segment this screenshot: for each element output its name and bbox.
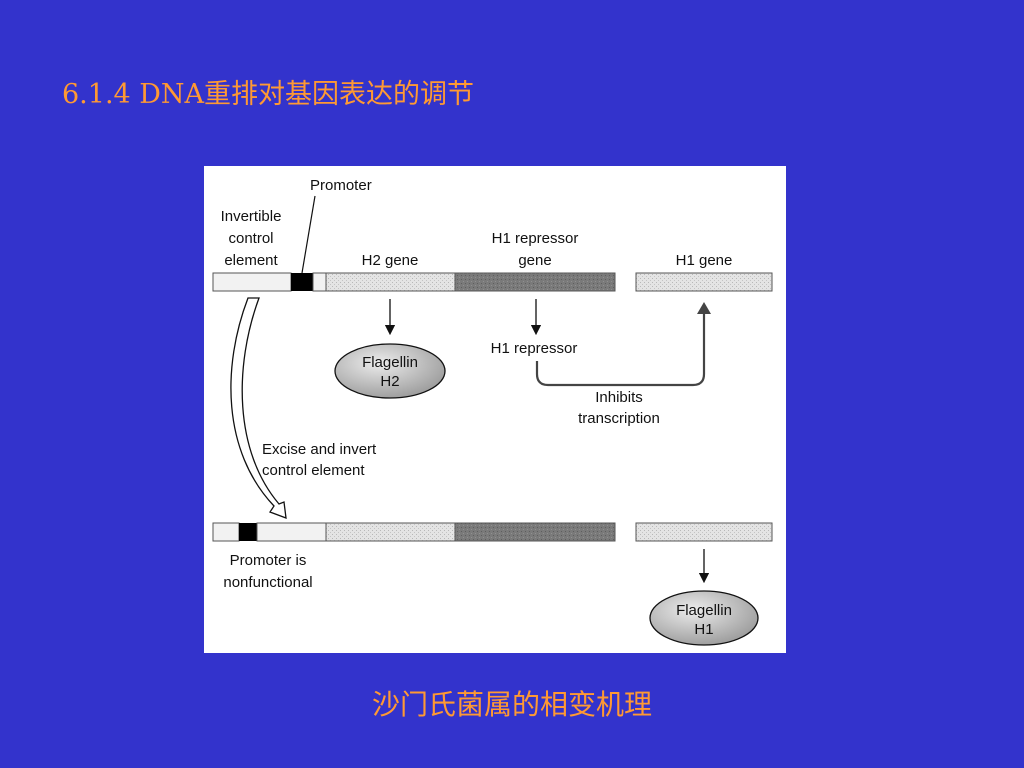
inhibition-arrowhead [697, 302, 711, 314]
promoter-box [291, 273, 313, 291]
h2-gene-segment [325, 272, 456, 292]
h2-gene-segment-bottom [325, 522, 456, 542]
control-segment-bottom-tail [256, 522, 327, 542]
flagellin-h2-label-line2: H2 [380, 373, 399, 390]
h2-gene-label: H2 gene [362, 252, 419, 269]
phase-variation-diagram: Promoter Invertible control element H2 g… [212, 177, 773, 646]
promoter-pointer-line [301, 195, 316, 274]
flagellin-h2-label-line1: Flagellin [362, 354, 418, 371]
h1-gene-label: H1 gene [676, 252, 733, 269]
invertible-control-segment [212, 272, 292, 292]
h1-repressor-label: H1 repressor [491, 340, 578, 357]
control-segment-tail [312, 272, 327, 292]
excise-label-line1: Excise and invert [262, 441, 377, 458]
promoter-nonfunctional-line1: Promoter is [230, 552, 307, 569]
inhibition-path [535, 306, 706, 387]
h1-repressor-gene-label-line1: H1 repressor [492, 230, 579, 247]
flagellin-h1-label-line1: Flagellin [676, 602, 732, 619]
h1-gene-segment [635, 272, 773, 292]
flagellin-h1-ellipse [649, 590, 759, 646]
inhibits-label-line2: transcription [578, 410, 660, 427]
invertible-label-line2: control [228, 230, 273, 247]
inverted-promoter-box [239, 523, 257, 541]
dna-strand-top [212, 272, 773, 292]
invertible-label-line3: element [224, 252, 278, 269]
flagellin-h1-label-line2: H1 [694, 621, 713, 638]
slide-title: 6.1.4 DNA重排对基因表达的调节 [62, 79, 475, 110]
control-segment-bottom-head [212, 522, 240, 542]
promoter-nonfunctional-line2: nonfunctional [223, 574, 312, 591]
h1-gene-segment-bottom [635, 522, 773, 542]
dna-strand-bottom [212, 522, 773, 542]
inhibits-label-line1: Inhibits [595, 389, 643, 406]
h1-repressor-gene-label-line2: gene [518, 252, 551, 269]
h1-repressor-gene-segment-bottom [454, 522, 616, 542]
excise-invert-arrow [230, 297, 287, 519]
excise-label-line2: control element [262, 462, 365, 479]
figure-panel: Promoter Invertible control element H2 g… [204, 166, 786, 653]
promoter-label: Promoter [310, 177, 372, 194]
h1-repressor-gene-segment [454, 272, 616, 292]
invertible-label-line1: Invertible [221, 208, 282, 225]
flagellin-h2-ellipse [334, 343, 446, 399]
slide-caption: 沙门氏菌属的相变机理 [371, 688, 652, 721]
